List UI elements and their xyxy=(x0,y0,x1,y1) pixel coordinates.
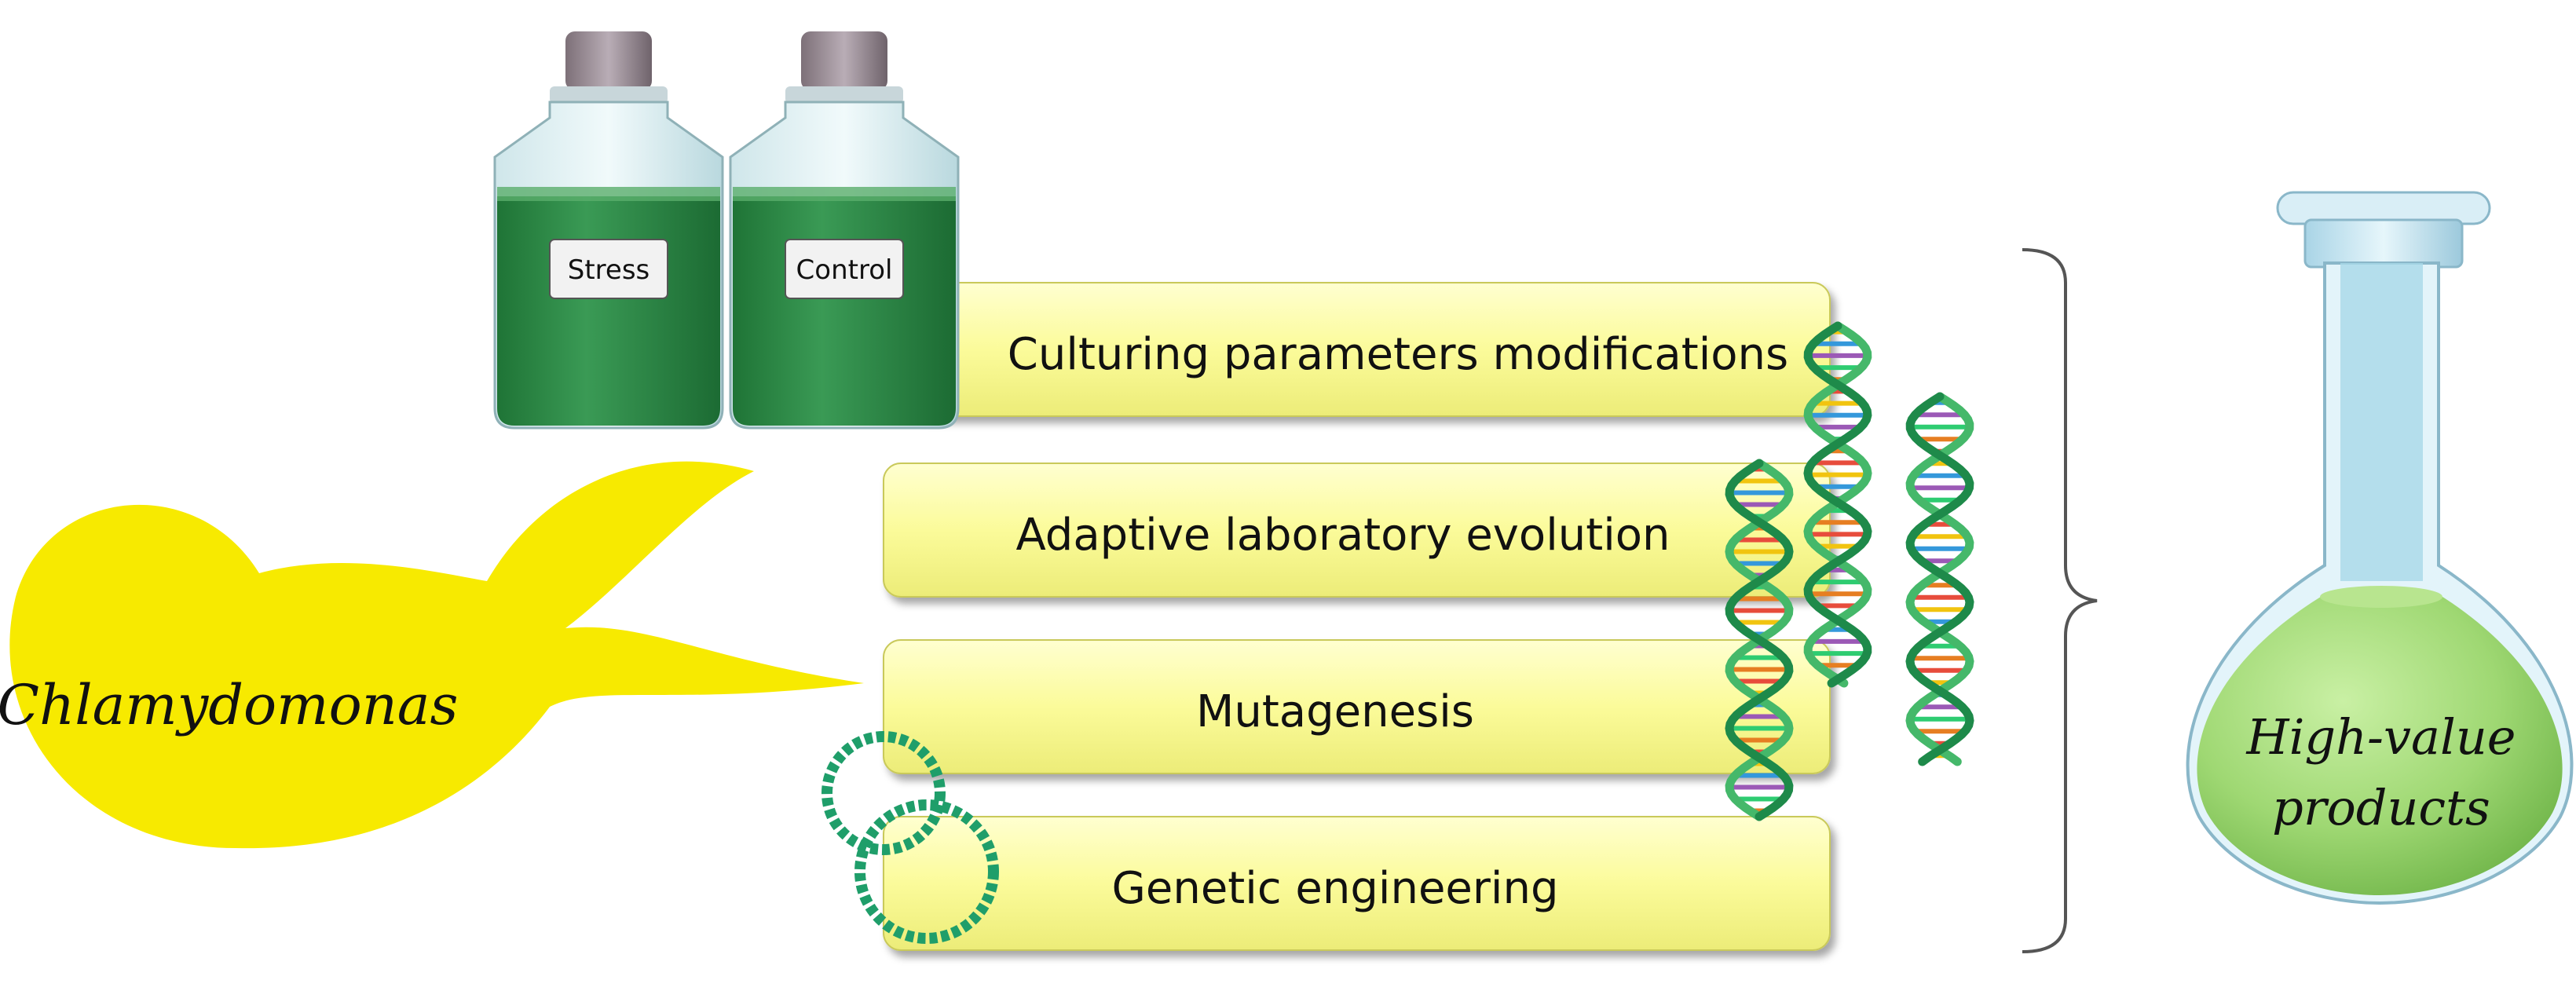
strategy-label-genetic-engineering: Genetic engineering xyxy=(1112,863,1559,914)
dna-helix-icon xyxy=(1905,392,1974,766)
strategy-label-culturing: Culturing parameters modifications xyxy=(1008,329,1788,380)
flask-icon xyxy=(2186,191,2574,905)
strategy-box-adaptive-evolution xyxy=(883,463,1831,598)
organism-bubble: Chlamydomonas xyxy=(0,461,864,849)
strategy-label-adaptive-evolution: Adaptive laboratory evolution xyxy=(1015,510,1670,561)
strategy-box-genetic-engineering xyxy=(883,816,1831,951)
outcome-label-line2: products xyxy=(2272,779,2490,836)
bracket-icon xyxy=(2022,248,2098,953)
dna-backbone-strand xyxy=(1803,321,1872,688)
outcome-label-line1: High-value xyxy=(2246,708,2516,766)
strategy-label-mutagenesis: Mutagenesis xyxy=(1196,686,1474,737)
culture-bottle-control: Control xyxy=(729,31,960,430)
culture-bottle-icon xyxy=(493,31,724,430)
dna-helix-group xyxy=(1725,321,1974,821)
dna-helix-icon xyxy=(1803,321,1872,688)
dna-helix-icon xyxy=(1725,459,1794,821)
bottle-label-control: Control xyxy=(796,254,893,286)
strategy-list: Culturing parameters modifications Adapt… xyxy=(883,282,1831,951)
culture-bottle-icon xyxy=(729,31,960,430)
speech-bubble-shape xyxy=(9,461,864,849)
bottle-label-stress: Stress xyxy=(568,254,650,286)
strategy-box-mutagenesis xyxy=(883,639,1831,774)
plasmid-icon xyxy=(821,731,999,944)
dna-backbone-strand xyxy=(1905,392,1974,766)
culture-bottle-stress: Stress xyxy=(493,31,724,430)
organism-label: Chlamydomonas xyxy=(0,673,458,737)
dna-backbone-strand xyxy=(1725,459,1794,821)
